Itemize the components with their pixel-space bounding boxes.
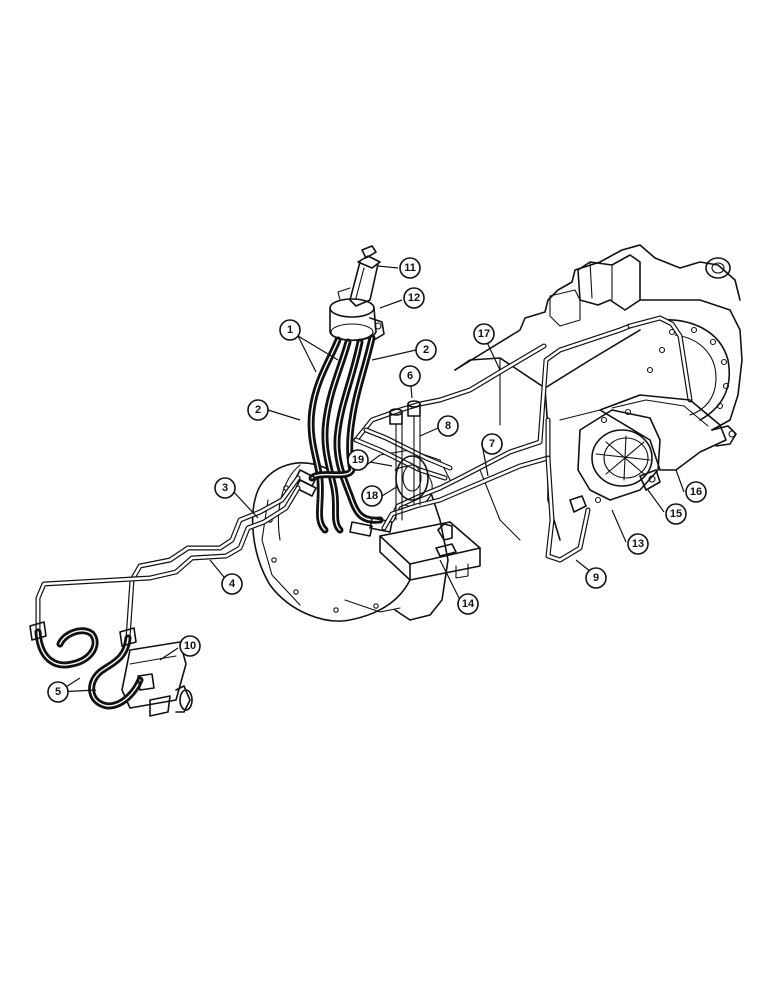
svg-text:2: 2 [255, 404, 261, 416]
svg-text:14: 14 [462, 598, 475, 610]
svg-text:15: 15 [670, 508, 682, 520]
tee-fittings [389, 400, 421, 521]
svg-text:9: 9 [593, 572, 599, 584]
callout-7: 7 [481, 433, 503, 455]
svg-text:2: 2 [423, 344, 429, 356]
bell-housing-bolts [267, 485, 379, 613]
svg-text:18: 18 [366, 490, 378, 502]
callout-3: 3 [214, 477, 236, 499]
callout-14: 14 [457, 593, 479, 615]
svg-text:11: 11 [404, 262, 416, 274]
hydraulic-pump [569, 408, 661, 513]
steering-hoses [295, 334, 393, 537]
svg-text:3: 3 [222, 482, 228, 494]
steering-ram [121, 641, 193, 717]
callout-10: 10 [179, 635, 201, 657]
svg-text:16: 16 [690, 486, 702, 498]
callout-6: 6 [399, 365, 421, 387]
svg-text:19: 19 [352, 454, 364, 466]
ram-hoses [29, 621, 155, 710]
svg-text:8: 8 [445, 420, 451, 432]
filter-housing [395, 455, 429, 501]
reservoir [599, 394, 737, 471]
svg-text:1: 1 [287, 324, 293, 336]
svg-text:12: 12 [408, 292, 420, 304]
svg-text:10: 10 [184, 640, 196, 652]
callout-9: 9 [585, 567, 607, 589]
tube-3 [125, 475, 301, 641]
callout-13: 13 [627, 533, 649, 555]
callout-17: 17 [473, 323, 495, 345]
upper-loop-tubes [353, 343, 547, 481]
svg-text:17: 17 [478, 328, 490, 340]
callout-8: 8 [437, 415, 459, 437]
tube-4 [35, 485, 301, 635]
svg-text:6: 6 [407, 370, 413, 382]
tube-9 [545, 455, 591, 563]
pump-bolts [594, 408, 632, 504]
callout-11: 11 [399, 257, 421, 279]
callout-1: 1 [279, 319, 301, 341]
callout-18: 18 [361, 485, 383, 507]
svg-text:4: 4 [229, 578, 236, 590]
callout-12: 12 [403, 287, 425, 309]
callout-16: 16 [685, 481, 707, 503]
callout-15: 15 [665, 503, 687, 525]
svg-text:7: 7 [489, 438, 495, 450]
svg-text:13: 13 [632, 538, 644, 550]
callout-19: 19 [347, 449, 369, 471]
callout-2-upper: 2 [415, 339, 437, 361]
leader-lines [57, 265, 685, 693]
callout-5: 5 [47, 681, 69, 703]
steering-column [349, 245, 381, 307]
callout-4: 4 [221, 573, 243, 595]
steering-motor [329, 287, 385, 342]
callout-2-lower: 2 [247, 399, 269, 421]
svg-text:5: 5 [55, 686, 61, 698]
valve-block [379, 521, 481, 581]
